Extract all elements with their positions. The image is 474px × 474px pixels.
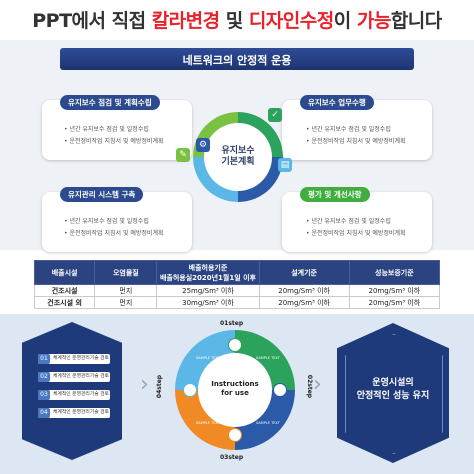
col-header: 설계기준 — [258, 260, 350, 285]
step-label: 체계적인 운영관리기술 검토 — [53, 356, 110, 361]
chevron-right-icon: › — [140, 372, 149, 397]
diagram-banner: 네트워크의 안정적 운용 — [60, 48, 414, 70]
col-header: 배출허용기준 배출허용실2020년1월1일 이후 — [156, 260, 260, 285]
card-line: • 년간 유지보수 점검 및 일정수립 — [306, 218, 391, 225]
card-line: • 년간 유지보수 점검 및 일정수립 — [64, 218, 149, 225]
card-title: 평가 및 개선사항 — [300, 187, 370, 202]
col-header: 성능보증기준 — [348, 260, 441, 285]
step-number: 02 — [38, 372, 50, 382]
card-top-right: 유지보수 업무수행 • 년간 유지보수 점검 및 일정수립 • 운전정비작업 지… — [282, 95, 432, 160]
hub-label: 유지보수 기본계획 — [221, 146, 255, 167]
step-item: 03 체계적인 운영관리기술 검토 — [38, 390, 110, 400]
wrench-icon: ✎ — [176, 148, 190, 162]
card-bottom-right: 평가 및 개선사항 • 년간 유지보수 점검 및 일정수립 • 운전정비작업 지… — [282, 187, 432, 252]
table-cell: 먼지 — [94, 296, 158, 309]
card-title: 유지보수 점검 및 계획수립 — [60, 95, 160, 110]
table-cell: 30mg/Sm³ 이하 — [156, 296, 260, 309]
gear-icon: ⚙ — [196, 138, 210, 152]
step-tag: 01step — [220, 320, 244, 327]
sample-text: SAMPLE TEXT — [196, 421, 220, 425]
table-cell: 20mg/Sm³ 이하 — [348, 296, 441, 309]
card-title: 유지관리 시스템 구축 — [60, 187, 144, 202]
card-bottom-left: 유지관리 시스템 구축 • 년간 유지보수 점검 및 일정수립 • 운전정비작업… — [42, 187, 192, 252]
card-line: • 운전정비작업 지침서 및 예방정비계획 — [306, 230, 406, 237]
result-label: 운영시설의 안정적인 성능 유지 — [356, 378, 430, 401]
table-cell: 20mg/Sm³ 이하 — [258, 284, 350, 297]
table-cell: 건조시설 외 — [33, 296, 96, 309]
step-item: 02 체계적인 운영관리기술 검토 — [38, 372, 110, 382]
step-label: 체계적인 운영관리기술 검토 — [53, 410, 110, 415]
step-tag: 02step — [306, 374, 314, 399]
step-number: 03 — [38, 390, 50, 400]
card-top-left: 유지보수 점검 및 계획수립 • 년간 유지보수 점검 및 일정수립 • 운전정… — [42, 95, 192, 160]
card-line: • 운전정비작업 지침서 및 예방정비계획 — [64, 230, 164, 237]
person-icon — [183, 383, 197, 397]
page-title: PPT에서 직접 칼라변경 및 디자인수정이 가능합니다 — [32, 10, 442, 32]
cycle-label: Instructions for use — [211, 380, 259, 397]
table-cell: 먼지 — [94, 284, 158, 297]
check-icon: ✓ — [268, 108, 282, 122]
result-hexagon-border — [345, 334, 443, 454]
sample-text: SAMPLE TEXT — [256, 356, 280, 360]
chart-icon: ▤ — [278, 158, 292, 172]
page-header: PPT에서 직접 칼라변경 및 디자인수정이 가능합니다 — [0, 0, 474, 36]
document-icon — [228, 428, 242, 442]
card-title: 유지보수 업무수행 — [300, 95, 374, 110]
card-line: • 운전정비작업 지침서 및 예방정비계획 — [64, 138, 164, 145]
step-label: 체계적인 운영관리기술 검토 — [53, 392, 110, 397]
clock-icon — [228, 338, 242, 352]
chevron-right-icon: › — [313, 372, 322, 397]
sample-text: SAMPLE TEXT — [196, 356, 220, 360]
step-number: 04 — [38, 408, 50, 418]
step-number: 01 — [38, 354, 50, 364]
step-item: 04 체계적인 운영관리기술 검토 — [38, 408, 110, 418]
card-line: • 운전정비작업 지침서 및 예방정비계획 — [306, 138, 406, 145]
hub-center — [204, 123, 272, 191]
card-line: • 년간 유지보수 점검 및 일정수립 — [64, 126, 149, 133]
table-cell: 20mg/Sm³ 이하 — [348, 284, 441, 297]
table-cell: 25mg/Sm³ 이하 — [156, 284, 260, 297]
step-tag: 04step — [156, 374, 164, 399]
user-icon — [273, 383, 287, 397]
result-hexagon — [337, 323, 449, 463]
sample-text: SAMPLE TEXT — [256, 421, 280, 425]
card-line: • 년간 유지보수 점검 및 일정수립 — [306, 126, 391, 133]
cycle-center — [198, 353, 272, 427]
col-header: 오염물질 — [94, 260, 158, 285]
table-cell: 20mg/Sm³ 이하 — [258, 296, 350, 309]
table-row: 건조시설 먼지 25mg/Sm³ 이하 20mg/Sm³ 이하 20mg/Sm³… — [33, 284, 441, 297]
table-cell: 건조시설 — [33, 284, 96, 297]
banner-title: 네트워크의 안정적 운용 — [182, 54, 292, 67]
step-item: 01 체계적인 운영관리기술 검토 — [38, 354, 110, 364]
col-header: 배출시설 — [33, 260, 96, 285]
table-row: 건조시설 외 먼지 30mg/Sm³ 이하 20mg/Sm³ 이하 20mg/S… — [33, 296, 441, 309]
step-label: 체계적인 운영관리기술 검토 — [53, 374, 110, 379]
step-tag: 03step — [220, 454, 244, 461]
emission-table: 배출시설 오염물질 배출허용기준 배출허용실2020년1월1일 이후 설계기준 … — [33, 260, 441, 309]
